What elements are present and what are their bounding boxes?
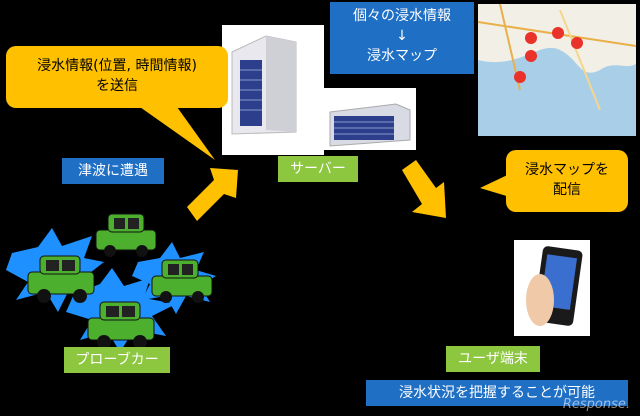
map-marker [514, 71, 526, 83]
info-box-line2: 浸水マップ [367, 48, 437, 64]
callout-send-tail [130, 100, 215, 160]
callout-send-line1: 浸水情報(位置, 時間情報) [37, 58, 197, 74]
callout-send-flood-info: 浸水情報(位置, 時間情報) を送信 [6, 46, 228, 108]
map-marker [571, 37, 583, 49]
probe-car [95, 213, 157, 257]
probe-car [151, 259, 213, 303]
probe-car [87, 301, 155, 349]
info-box: 個々の浸水情報 ↓ 浸水マップ [330, 2, 474, 74]
info-box-line1: 個々の浸水情報 [353, 8, 451, 24]
callout-distribute-map: 浸水マップを 配信 [506, 150, 628, 212]
tower-server-image [222, 25, 324, 155]
map-marker [525, 50, 537, 62]
arrow-to-server [187, 168, 238, 221]
callout-distribute-line2: 配信 [553, 182, 581, 198]
server-label: サーバー [278, 156, 358, 182]
probe-car [27, 255, 95, 303]
callout-distribute-line1: 浸水マップを [525, 162, 609, 178]
map-marker [552, 27, 564, 39]
callout-send-line2: を送信 [96, 78, 138, 94]
tsunami-label: 津波に遭遇 [62, 158, 164, 184]
map-marker [525, 32, 537, 44]
bottom-caption: 浸水状況を把握することが可能 [366, 380, 628, 406]
user-terminal-label: ユーザ端末 [446, 346, 540, 372]
watermark-text: Response. [562, 397, 630, 412]
arrow-from-server [402, 160, 446, 218]
probe-car-label: プローブカー [64, 347, 170, 373]
smartphone-image [514, 240, 590, 336]
flood-map-image [477, 3, 637, 136]
down-arrow-glyph: ↓ [396, 28, 408, 44]
rack-server-image [324, 88, 416, 150]
